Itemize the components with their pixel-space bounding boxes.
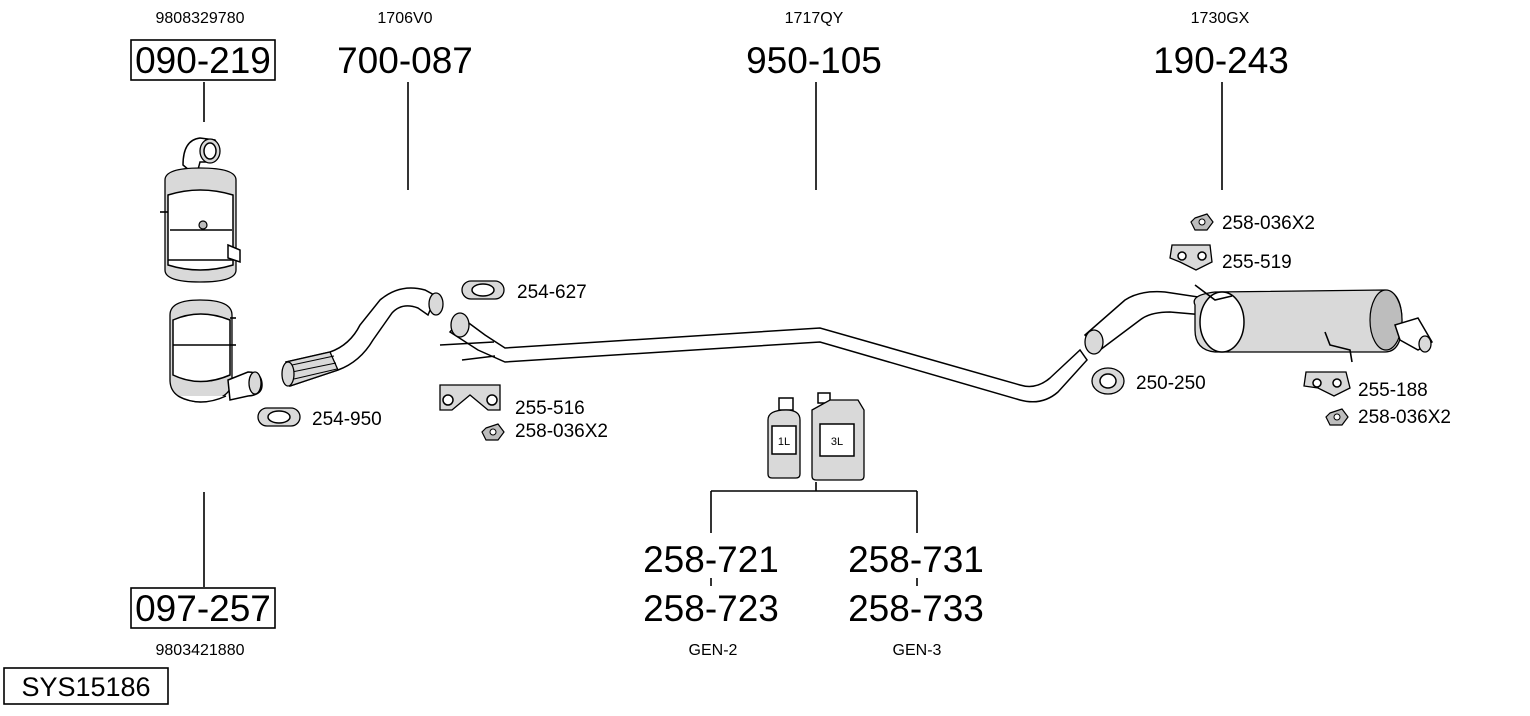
- clamp-icon[interactable]: [1091, 367, 1125, 395]
- middle-pipe-drawing[interactable]: [439, 312, 1088, 403]
- part-number-2[interactable]: 700-087: [337, 40, 473, 81]
- fitting-label-255-519[interactable]: 255-519: [1222, 252, 1292, 273]
- part-number-box-1: [130, 39, 276, 81]
- catalytic-converter-drawing[interactable]: [160, 137, 241, 283]
- rubber-mount-icon[interactable]: [1169, 244, 1213, 271]
- container-label-3l: 3L: [831, 436, 843, 448]
- fluid-code-gen-3: GEN-3: [893, 642, 942, 659]
- system-code: SYS15186: [21, 672, 150, 702]
- clamp-icon[interactable]: [461, 280, 505, 300]
- part-ref-1: 9808329780: [156, 10, 245, 27]
- part-number-lower[interactable]: 097-257: [135, 588, 271, 629]
- part-number-3[interactable]: 950-105: [746, 40, 882, 81]
- lower-catalyst-drawing[interactable]: [169, 299, 263, 403]
- part-ref-lower: 9803421880: [156, 642, 245, 659]
- rubber-mount-icon[interactable]: [439, 384, 501, 411]
- part-ref-2: 1706V0: [377, 10, 432, 27]
- fitting-label-254-627[interactable]: 254-627: [517, 282, 587, 303]
- clamp-icon[interactable]: [257, 407, 301, 427]
- rear-silencer-drawing[interactable]: [1083, 284, 1434, 363]
- fluid-number-258-731[interactable]: 258-731: [848, 539, 984, 580]
- fitting-label-255-516[interactable]: 255-516: [515, 398, 585, 419]
- fitting-label-258-036x2-front[interactable]: 258-036X2: [515, 421, 608, 442]
- fitting-label-250-250[interactable]: 250-250: [1136, 373, 1206, 394]
- system-code-box: [3, 667, 169, 705]
- fluid-number-258-723[interactable]: 258-723: [643, 588, 779, 629]
- fluid-number-258-721[interactable]: 258-721: [643, 539, 779, 580]
- fitting-label-254-950[interactable]: 254-950: [312, 409, 382, 430]
- part-ref-4: 1730GX: [1191, 10, 1250, 27]
- rubber-mount-icon[interactable]: [1303, 371, 1351, 397]
- nut-icon[interactable]: [1190, 213, 1214, 231]
- nut-icon[interactable]: [481, 423, 505, 441]
- front-pipe-drawing[interactable]: [281, 287, 444, 387]
- part-number-box-lower: [130, 587, 276, 629]
- fluid-can-3l[interactable]: 3L: [811, 392, 865, 481]
- fitting-label-258-036x2-upper[interactable]: 258-036X2: [1222, 213, 1315, 234]
- container-label-1l: 1L: [778, 436, 790, 448]
- nut-icon[interactable]: [1325, 408, 1349, 426]
- fitting-label-255-188[interactable]: 255-188: [1358, 380, 1428, 401]
- part-number-4[interactable]: 190-243: [1153, 40, 1289, 81]
- fluid-number-258-733[interactable]: 258-733: [848, 588, 984, 629]
- part-number-1[interactable]: 090-219: [135, 40, 271, 81]
- fitting-label-258-036x2-rear[interactable]: 258-036X2: [1358, 407, 1451, 428]
- fluid-bottle-1l[interactable]: 1L: [767, 397, 801, 479]
- fluid-code-gen-2: GEN-2: [689, 642, 738, 659]
- part-ref-3: 1717QY: [785, 10, 844, 27]
